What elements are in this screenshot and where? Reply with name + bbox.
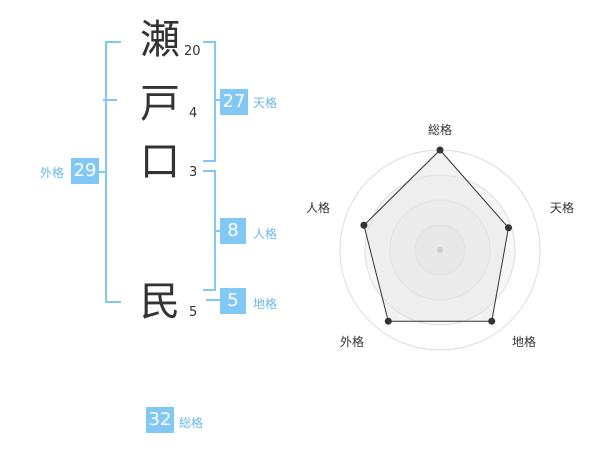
name-char-3: 口 [140, 139, 180, 185]
stroke-count-3: 3 [189, 165, 198, 180]
radar-chart: 総格 天格 地格 外格 人格 [306, 122, 574, 351]
tenkaku-label: 天格 [253, 96, 278, 110]
name-char-1: 瀬 [140, 17, 180, 63]
gaikaku-badge: 29 [71, 158, 99, 184]
radar-center [437, 247, 443, 253]
radar-point-1 [436, 146, 444, 154]
radar-axis-label-1: 総格 [428, 122, 452, 137]
radar-point-2 [504, 224, 512, 232]
radar-point-5 [360, 221, 368, 229]
gaikaku-label: 外格 [40, 166, 65, 180]
stroke-count-1: 20 [184, 44, 201, 59]
jinkaku-bracket-stub [215, 230, 221, 232]
gaikaku-bracket [105, 41, 121, 303]
chikaku-bracket-stub [206, 299, 221, 301]
chikaku-badge: 5 [220, 288, 246, 314]
soukaku-label: 総格 [179, 416, 204, 430]
chikaku-label: 地格 [253, 297, 278, 311]
name-char-2: 戸 [140, 81, 180, 127]
stroke-count-4: 5 [189, 305, 198, 320]
soukaku-badge: 32 [146, 407, 174, 433]
gaikaku-bracket-tick [103, 99, 117, 101]
tenkaku-bracket-stub [215, 99, 221, 101]
tenkaku-bracket [203, 41, 216, 162]
radar-axis-label-3: 地格 [512, 334, 536, 349]
tenkaku-badge: 27 [220, 89, 248, 115]
stroke-count-2: 4 [189, 106, 198, 121]
jinkaku-badge: 8 [220, 218, 246, 244]
radar-point-3 [488, 317, 496, 325]
radar-point-4 [384, 317, 392, 325]
radar-points [360, 146, 512, 325]
gaikaku-bracket-stub [95, 171, 105, 173]
radar-axis-label-4: 外格 [340, 334, 364, 349]
radar-axis-label-2: 天格 [550, 200, 574, 215]
radar-axis-label-5: 人格 [306, 200, 330, 215]
name-char-4: 民 [140, 279, 180, 325]
radar-polygon [363, 149, 510, 322]
jinkaku-label: 人格 [253, 227, 278, 241]
